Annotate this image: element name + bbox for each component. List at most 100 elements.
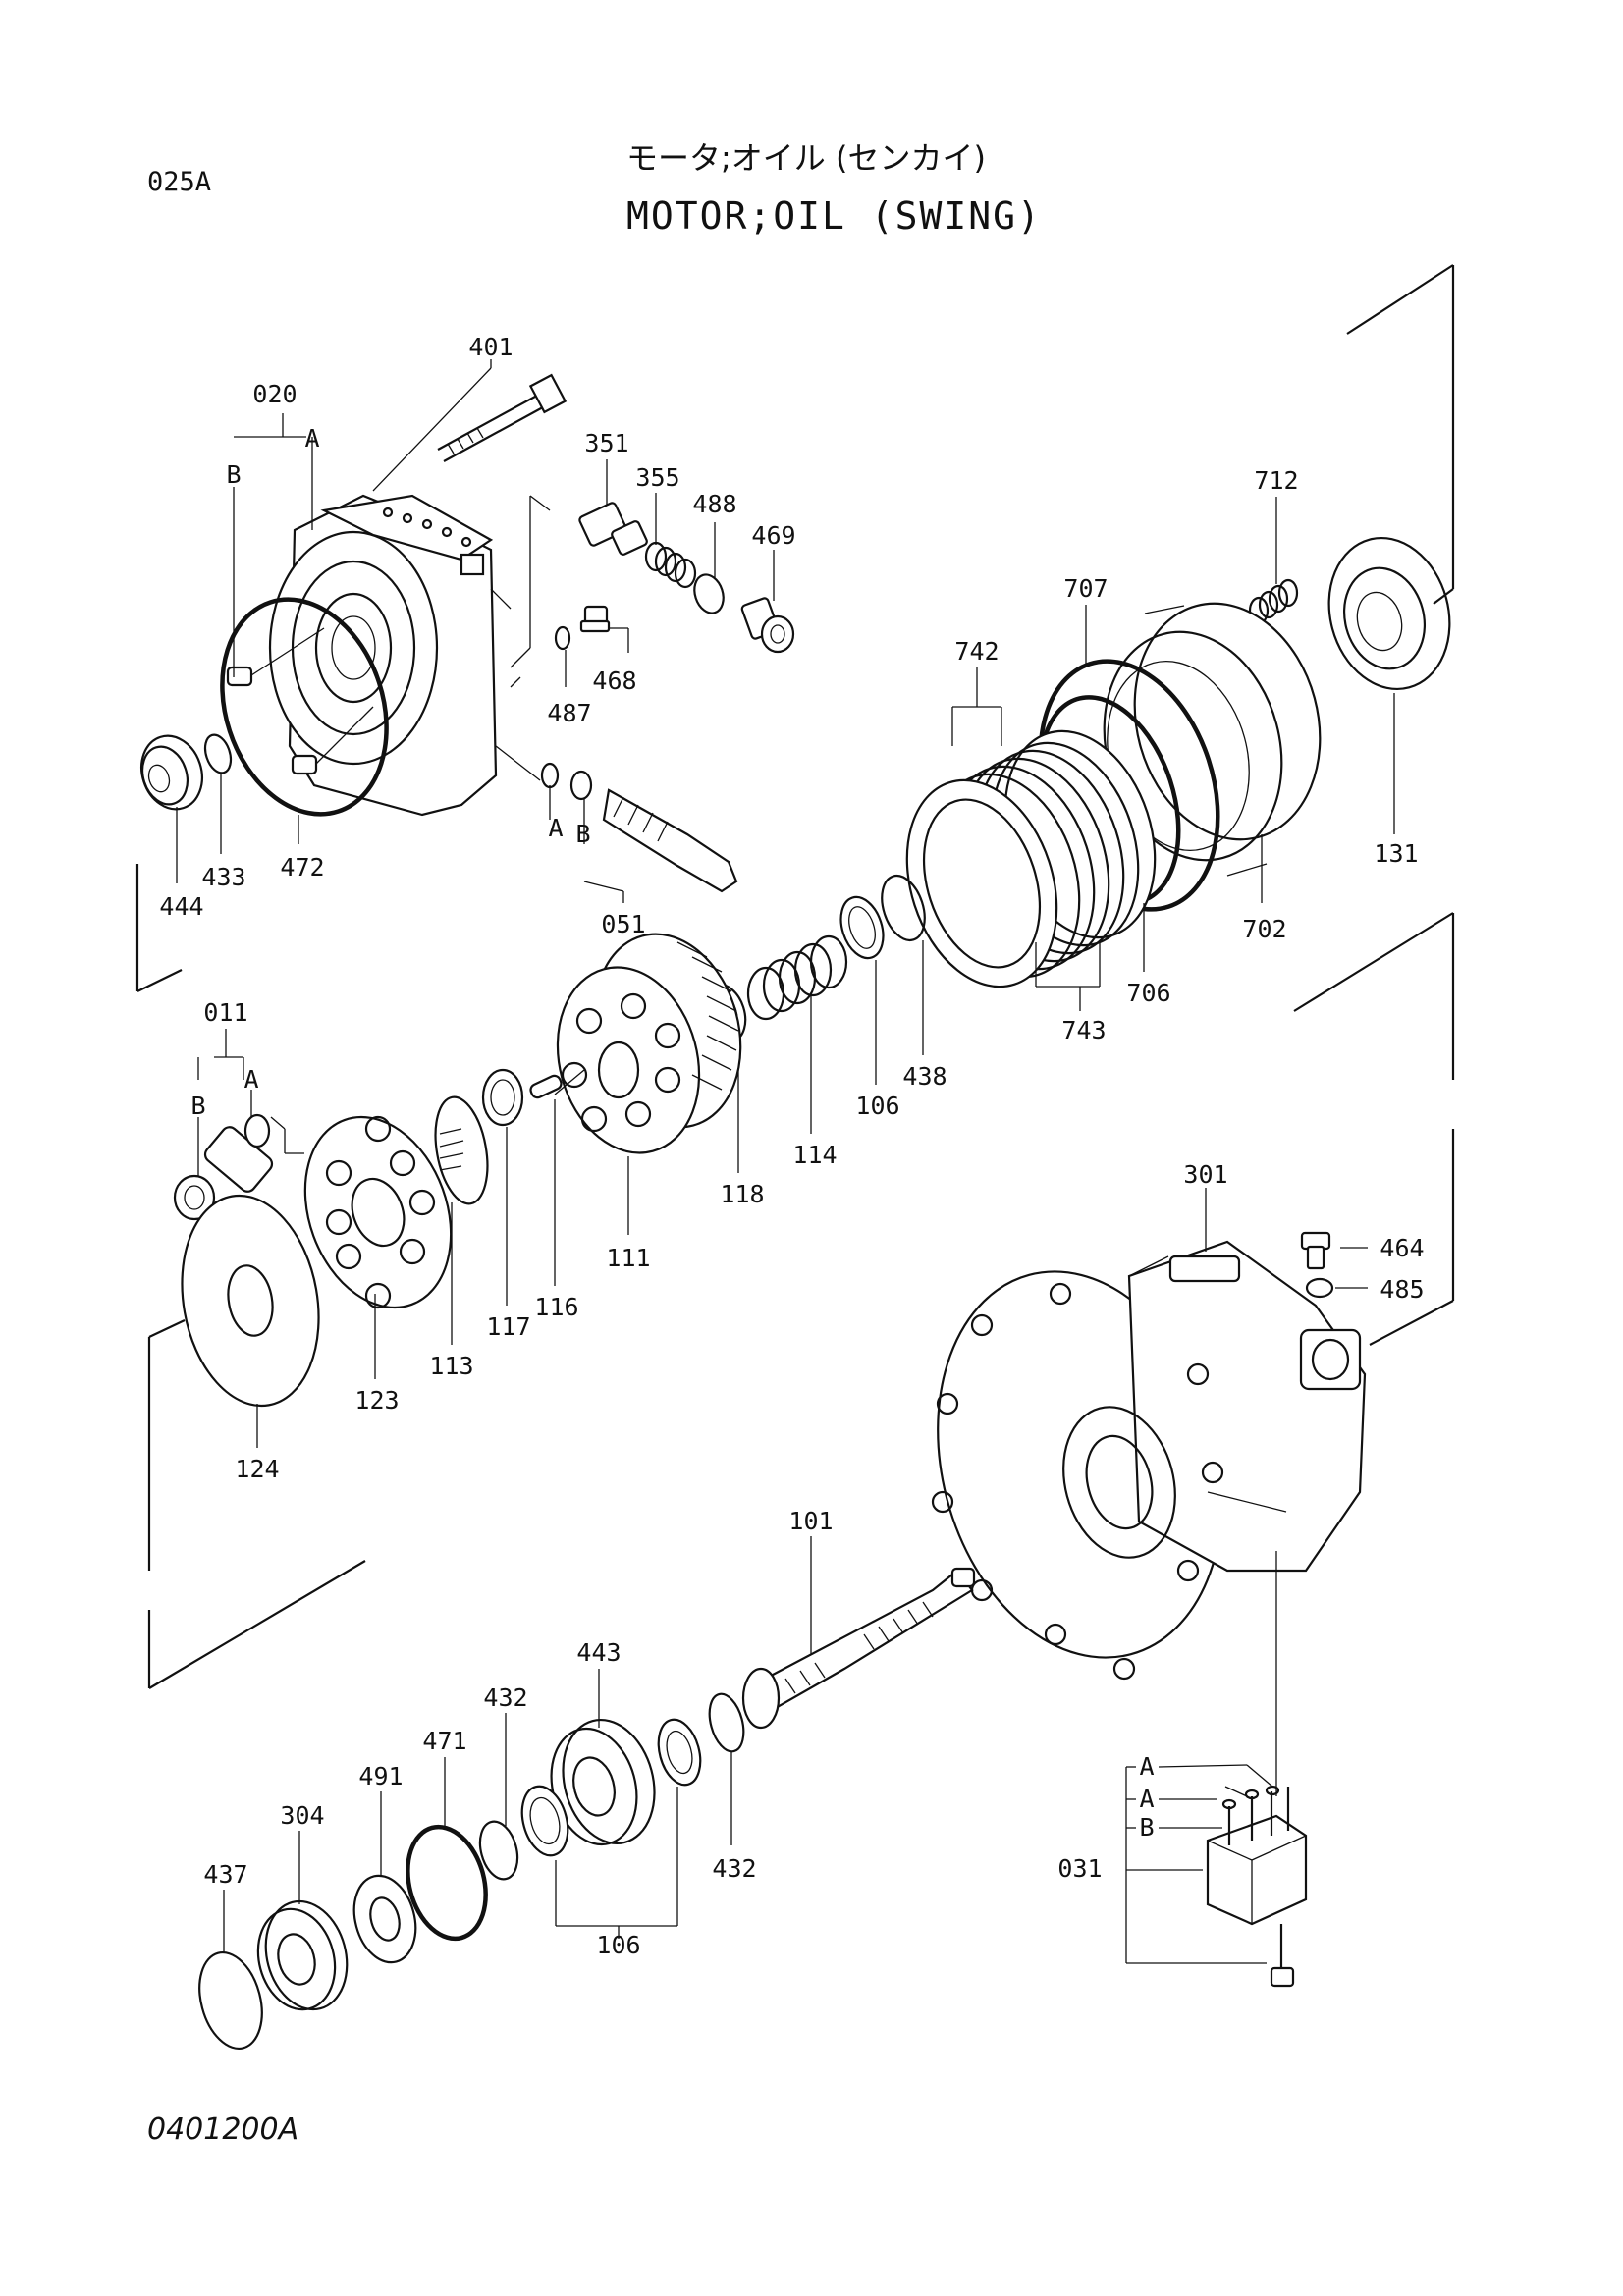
- casing-301: [931, 1240, 1367, 1681]
- callout-031: 031: [1057, 1854, 1102, 1883]
- callout-485: 485: [1380, 1275, 1424, 1304]
- callout-401: 401: [468, 333, 513, 361]
- plug-468: [579, 605, 611, 633]
- callout-488: 488: [692, 490, 736, 518]
- snap-ring-432-right: [708, 1692, 745, 1753]
- leaders-lower-right: [1205, 1188, 1368, 1796]
- plug-464: [1300, 1231, 1331, 1270]
- valve-plate-131: [1327, 536, 1451, 691]
- valve-051: [540, 762, 738, 893]
- pins-020-b: [226, 627, 374, 775]
- spacer-117: [481, 1068, 524, 1127]
- callout-471: 471: [422, 1727, 466, 1755]
- callout-743: 743: [1061, 1016, 1106, 1044]
- callout-432-lower: 432: [712, 1854, 756, 1883]
- pin-116: [529, 1074, 563, 1099]
- callout-116: 116: [534, 1293, 578, 1321]
- plug-351: [578, 502, 648, 556]
- o-ring-472: [220, 597, 389, 817]
- leaders-bottom: [223, 1536, 812, 1953]
- callout-487: 487: [547, 699, 591, 727]
- callout-020: 020: [252, 380, 297, 408]
- frame-lines-upper: [135, 264, 1455, 992]
- bolt-401: [437, 373, 568, 462]
- callout-051: 051: [601, 910, 645, 938]
- callout-011-b: B: [190, 1092, 205, 1120]
- callout-051-b: B: [575, 820, 590, 848]
- callout-438: 438: [902, 1062, 947, 1091]
- spacer-106-right: [657, 1718, 702, 1787]
- callout-113: 113: [429, 1352, 473, 1380]
- callout-472: 472: [280, 853, 324, 881]
- spacer-106-left: [520, 1785, 569, 1857]
- frame-lines-middle: [147, 912, 1455, 1689]
- snap-ring-437: [198, 1950, 263, 2051]
- thrust-plate-124: [181, 1194, 320, 1408]
- callout-712: 712: [1254, 466, 1298, 495]
- callout-114: 114: [792, 1141, 837, 1169]
- spring-114: [746, 934, 848, 1021]
- callout-468: 468: [592, 667, 636, 695]
- spherical-bushing-113: [434, 1095, 489, 1205]
- callout-131: 131: [1374, 839, 1418, 868]
- callout-444: 444: [159, 892, 203, 921]
- o-ring-471: [406, 1824, 488, 1942]
- washer-106: [839, 895, 885, 960]
- callout-351: 351: [584, 429, 628, 457]
- callout-437: 437: [203, 1860, 247, 1889]
- piston-011: [173, 1113, 274, 1221]
- callout-443: 443: [576, 1638, 621, 1667]
- callout-304: 304: [280, 1801, 324, 1830]
- bearing-304: [256, 1899, 349, 2011]
- callout-111: 111: [606, 1244, 650, 1272]
- shaft-101: [741, 1567, 976, 1730]
- relief-valve-031: [1125, 1764, 1308, 1988]
- valve-casing-020: [268, 494, 512, 817]
- callout-301: 301: [1183, 1160, 1227, 1189]
- callout-011: 011: [203, 998, 247, 1027]
- brake-piston-702: [1103, 602, 1322, 877]
- callout-031-a1: A: [1139, 1752, 1154, 1781]
- callout-106-lower: 106: [596, 1931, 640, 1959]
- retainer-plate-123: [303, 1115, 453, 1309]
- callout-118: 118: [720, 1180, 764, 1208]
- leaders-upper-right: [737, 497, 1395, 1173]
- callout-011-a: A: [243, 1065, 258, 1094]
- callout-706: 706: [1126, 979, 1170, 1007]
- callout-469: 469: [751, 521, 795, 550]
- o-ring-487: [554, 625, 571, 651]
- callout-433: 433: [201, 863, 245, 891]
- oil-seal-491: [352, 1874, 417, 1964]
- leaders-middle-left: [197, 1029, 629, 1448]
- plug-469: [740, 597, 795, 654]
- callout-124: 124: [235, 1455, 279, 1483]
- snap-ring-432-left: [478, 1820, 519, 1881]
- bearing-444: [140, 734, 203, 811]
- callout-101: 101: [788, 1507, 833, 1535]
- drawing-number: 0401200A: [147, 2112, 299, 2147]
- callout-355: 355: [635, 463, 679, 492]
- friction-plates-742-743: [905, 729, 1157, 988]
- leaders-upper-left: [176, 359, 775, 903]
- callout-702: 702: [1242, 915, 1286, 943]
- callout-020-a: A: [304, 424, 319, 453]
- snap-ring-438: [881, 874, 926, 942]
- callout-051-a: A: [548, 814, 563, 842]
- title-english: MOTOR;OIL (SWING): [626, 194, 1042, 238]
- o-ring-488: [693, 573, 725, 614]
- snap-ring-433: [203, 733, 233, 774]
- callout-707: 707: [1063, 574, 1108, 603]
- callout-464: 464: [1380, 1234, 1424, 1262]
- callout-123: 123: [354, 1386, 399, 1415]
- cylinder-block-111: [556, 933, 742, 1154]
- callout-020-b: B: [226, 460, 241, 489]
- doc-code: 025A: [147, 167, 212, 197]
- callout-742: 742: [954, 637, 999, 666]
- o-ring-485: [1305, 1277, 1334, 1299]
- callout-432-upper: 432: [483, 1683, 527, 1712]
- callout-106-upper: 106: [855, 1092, 899, 1120]
- callout-491: 491: [358, 1762, 403, 1790]
- callout-117: 117: [486, 1312, 530, 1341]
- title-japanese: モータ;オイル (センカイ): [626, 139, 986, 177]
